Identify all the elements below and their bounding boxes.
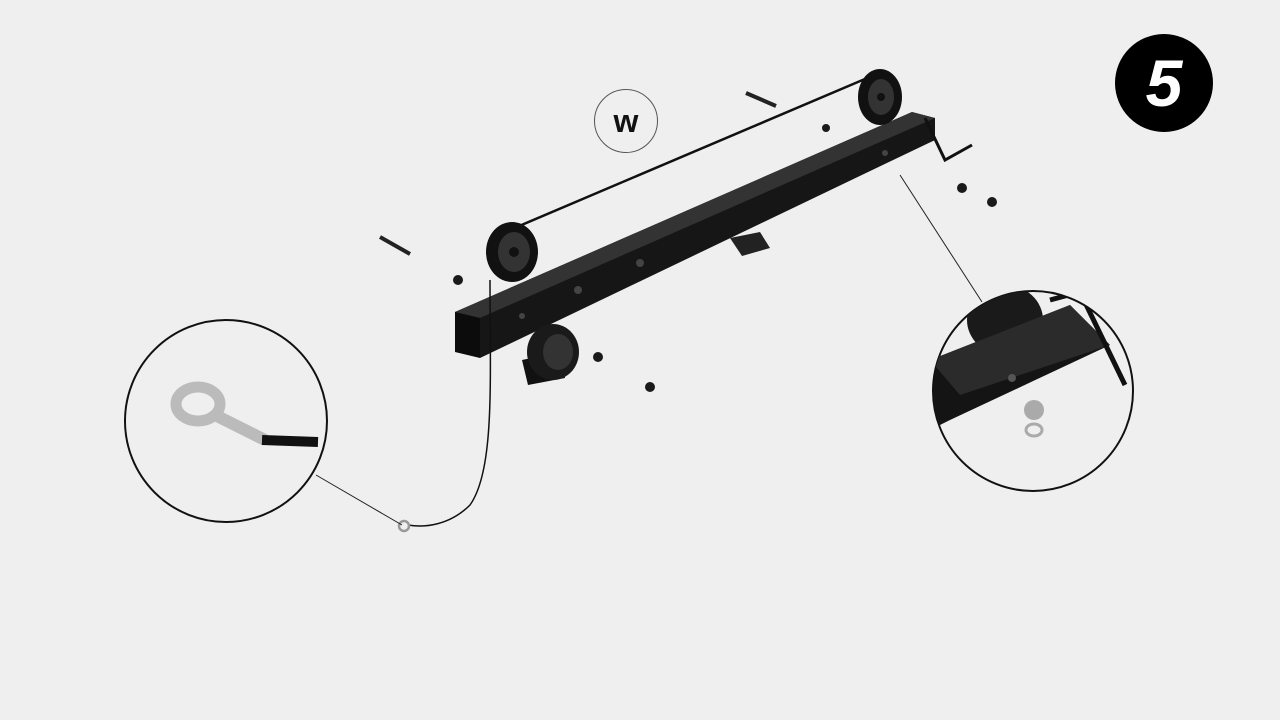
detail-crank (932, 290, 1134, 492)
part-label-w: w (594, 89, 658, 153)
cable-hanging (407, 279, 492, 527)
crank-handle (923, 117, 973, 163)
detail-eyelet (124, 319, 328, 523)
pulley-left (486, 222, 538, 282)
pulley-bottom (522, 324, 579, 385)
cable-eyelet (397, 519, 411, 533)
leader-line-left (315, 474, 403, 526)
step-number-badge: 5 (1115, 34, 1213, 132)
crossbar (455, 112, 935, 358)
leader-line-right (899, 174, 983, 303)
cable-top (504, 74, 873, 234)
pulley-right (858, 69, 902, 125)
mount-bracket (730, 232, 770, 256)
hardware (379, 91, 997, 392)
